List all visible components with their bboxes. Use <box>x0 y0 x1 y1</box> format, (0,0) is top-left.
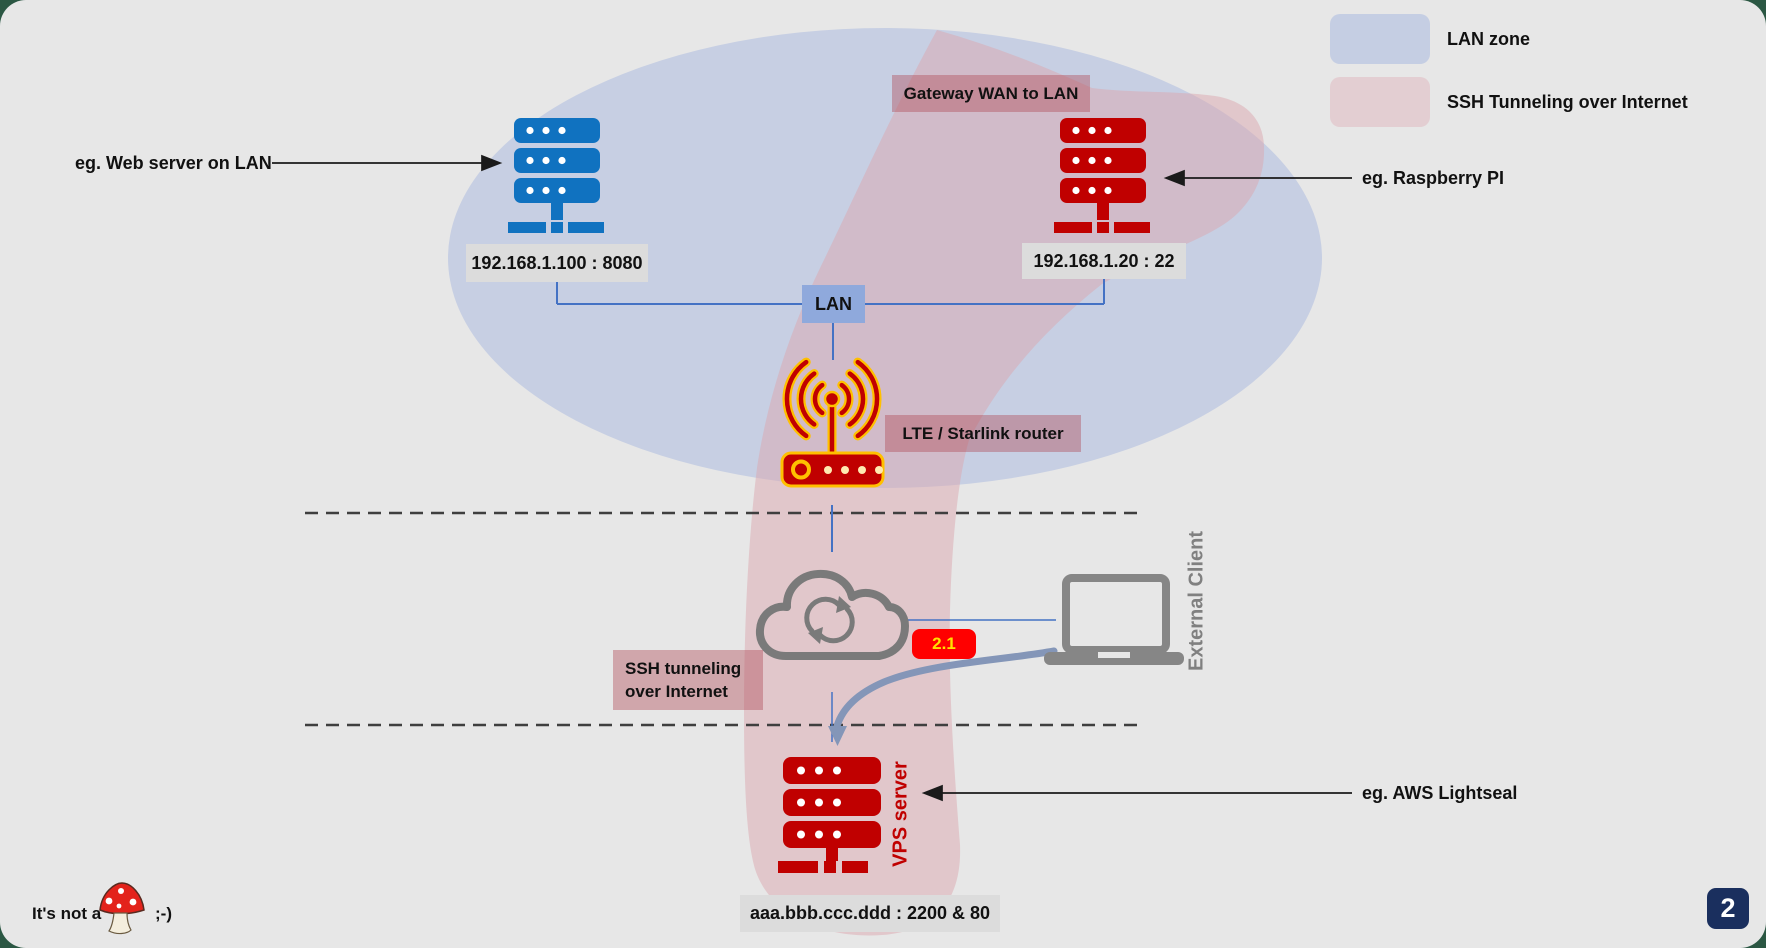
legend-swatch-ssh <box>1330 77 1430 127</box>
router-body <box>780 451 885 488</box>
note-suffix: ;-) <box>155 904 172 923</box>
vps-server-icon <box>778 757 881 873</box>
lte-router-label: LTE / Starlink router <box>885 415 1081 452</box>
ssh-tunnel-label-line2: over Internet <box>625 682 728 701</box>
ip-label-gateway: 192.168.1.20 : 22 <box>1022 243 1186 279</box>
external-client-label: External Client <box>1185 530 1208 672</box>
ssh-tunnel-label: SSH tunneling over Internet <box>613 650 763 710</box>
ip-label-vps: aaa.bbb.ccc.ddd : 2200 & 80 <box>740 895 1000 932</box>
internet-cloud-icon <box>755 569 909 660</box>
annotation-web-server: eg. Web server on LAN <box>75 153 272 173</box>
arrow-raspberry-head <box>1163 169 1185 187</box>
arrow-web-server-head <box>481 154 503 172</box>
vps-server-label: VPS server <box>889 761 912 867</box>
router-antenna-tip <box>823 390 841 408</box>
web-server-icon <box>508 118 604 233</box>
arrow-aws-head <box>921 784 943 802</box>
tunnel-curve-arrow <box>828 647 1058 746</box>
lan-node: LAN <box>802 285 865 323</box>
legend-label-lan: LAN zone <box>1447 29 1530 49</box>
gateway-label: Gateway WAN to LAN <box>892 75 1090 112</box>
legend-swatch-lan <box>1330 14 1430 64</box>
sync-icon <box>804 596 855 644</box>
step-badge: 2.1 <box>912 629 976 659</box>
laptop-icon <box>1044 574 1184 665</box>
ssh-tunnel-label-line1: SSH tunneling <box>625 659 742 678</box>
page-number-badge: 2 <box>1707 888 1749 929</box>
annotation-raspberry: eg. Raspberry PI <box>1362 168 1505 188</box>
gateway-server-icon <box>1054 118 1150 233</box>
annotation-arrows <box>272 154 1352 802</box>
note-prefix: It's not a <box>32 904 102 923</box>
lte-router-icon <box>780 357 885 488</box>
ip-label-web-server: 192.168.1.100 : 8080 <box>466 244 648 282</box>
legend-label-ssh: SSH Tunneling over Internet <box>1447 92 1688 112</box>
annotation-aws: eg. AWS Lightseal <box>1362 783 1518 803</box>
mushroom-icon <box>99 882 145 935</box>
